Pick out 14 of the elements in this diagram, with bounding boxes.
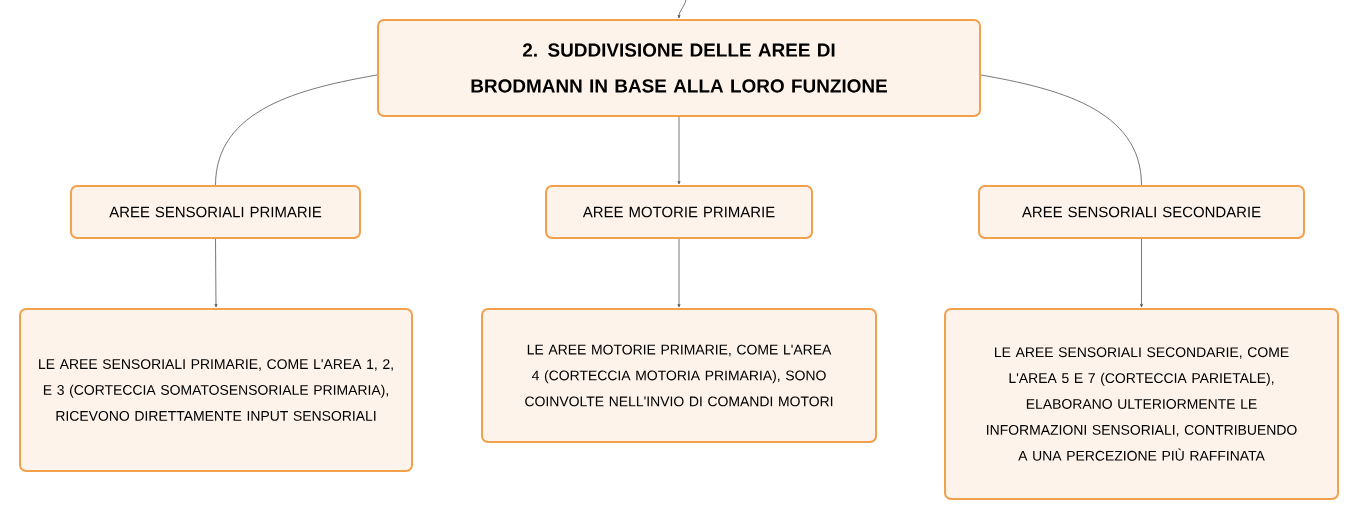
title-box: 2. SUDDIVISIONE DELLE AREE DI BRODMANN IN BASE ALLA LORO FUNZIONE xyxy=(377,19,981,117)
connector xyxy=(214,238,218,308)
description-box: LE AREE SENSORIALI PRIMARIE, COME L'AREA 1, 2, E 3 (CORTECCIA SOMATOSENSORIALE PRIMARIA), RICEVONO DIRETTAMENTE INPUT SENSORIALI xyxy=(19,308,413,472)
connector xyxy=(677,238,681,308)
category-box: AREE MOTORIE PRIMARIE xyxy=(545,185,813,239)
description-box: LE AREE SENSORIALI SECONDARIE, COME L'AREA 5 E 7 (CORTECCIA PARIETALE), ELABORANO ULTERIORMENTE LE INFORMAZIONI SENSORIALI, CONTRIBUENDO A UNA PERCEZIONE PIÙ RAFFINATA xyxy=(944,308,1339,500)
connector xyxy=(677,116,681,185)
connector xyxy=(1140,238,1143,308)
connector xyxy=(677,0,687,19)
description-box: LE AREE MOTORIE PRIMARIE, COME L'AREA 4 (CORTECCIA MOTORIA PRIMARIA), SONO COINVOLTE NELL'INVIO DI COMANDI MOTORI xyxy=(481,308,877,443)
connector xyxy=(215,74,378,186)
connector xyxy=(980,74,1142,186)
category-box: AREE SENSORIALI SECONDARIE xyxy=(978,185,1305,239)
category-box: AREE SENSORIALI PRIMARIE xyxy=(70,185,361,239)
